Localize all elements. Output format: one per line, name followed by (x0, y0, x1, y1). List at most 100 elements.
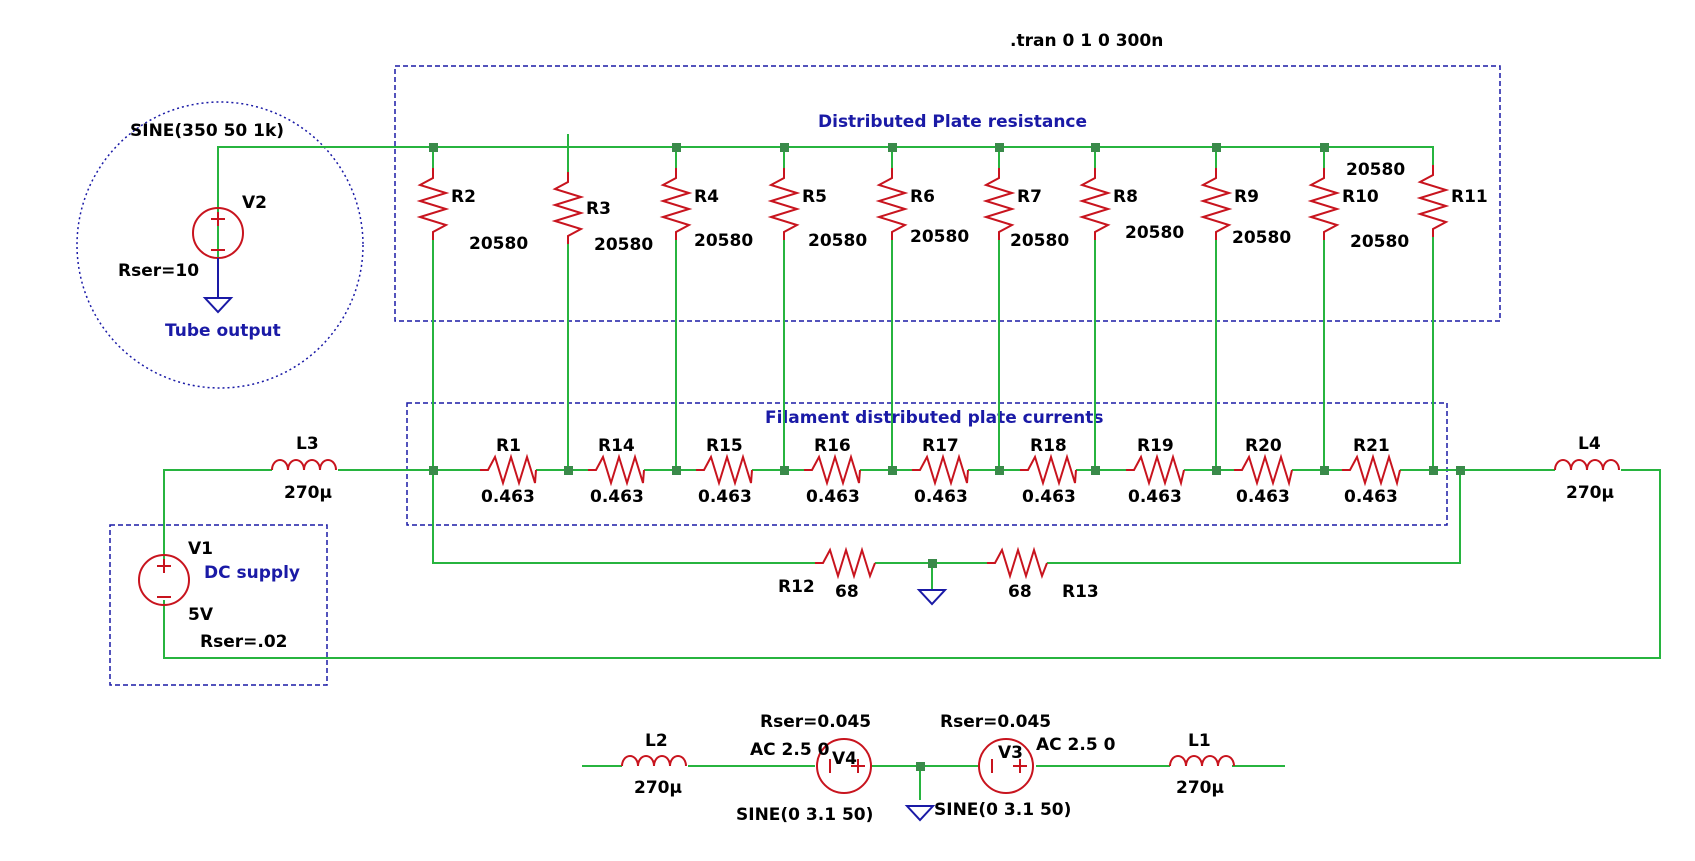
l3-value: 270µ (284, 483, 332, 503)
ground-symbol (916, 589, 948, 606)
v2-rser: Rser=10 (118, 261, 199, 281)
resistor-r17[interactable] (912, 453, 969, 487)
voltage-source-v3[interactable] (978, 738, 1034, 794)
resistor-r1[interactable] (480, 453, 537, 487)
v3-ac: AC 2.5 0 (1036, 735, 1116, 755)
v4-rser: Rser=0.045 (760, 712, 871, 732)
resistor-r8[interactable] (1078, 168, 1112, 240)
r17-value: 0.463 (914, 487, 968, 507)
voltage-source-v1[interactable] (138, 554, 190, 606)
resistor-r20[interactable] (1234, 453, 1293, 487)
plate-resistance-box (394, 65, 1501, 322)
r8-value: 20580 (1125, 223, 1184, 243)
r12-value: 68 (835, 582, 859, 602)
v2-value: SINE(350 50 1k) (130, 121, 284, 141)
r20-name: R20 (1245, 436, 1282, 456)
r4-name: R4 (694, 187, 719, 207)
r11-name: R11 (1451, 187, 1488, 207)
v3-name: V3 (998, 743, 1023, 763)
r3-value: 20580 (594, 235, 653, 255)
resistor-r18[interactable] (1020, 453, 1077, 487)
r15-name: R15 (706, 436, 743, 456)
resistor-r16[interactable] (804, 453, 861, 487)
r1-name: R1 (496, 436, 521, 456)
l3-name: L3 (296, 434, 319, 454)
r5-name: R5 (802, 187, 827, 207)
v1-value: 5V (188, 605, 214, 625)
resistor-r15[interactable] (696, 453, 753, 487)
r9-name: R9 (1234, 187, 1259, 207)
r10-value-upper: 20580 (1346, 160, 1405, 180)
tube-output-circle (76, 101, 364, 389)
v4-ac: AC 2.5 0 (750, 740, 830, 760)
r8-name: R8 (1113, 187, 1138, 207)
tran-directive[interactable]: .tran 0 1 0 300n (1010, 31, 1163, 51)
resistor-r10[interactable] (1307, 168, 1341, 240)
dc-supply-box (109, 524, 328, 686)
inductor-l1[interactable] (1169, 755, 1235, 767)
r15-value: 0.463 (698, 487, 752, 507)
l1-value: 270µ (1176, 778, 1224, 798)
resistor-r11[interactable] (1416, 165, 1450, 237)
v1-name: V1 (188, 539, 213, 559)
r4-value: 20580 (694, 231, 753, 251)
resistor-r19[interactable] (1126, 453, 1185, 487)
inductor-l2[interactable] (621, 755, 687, 767)
r13-name: R13 (1062, 582, 1099, 602)
r19-value: 0.463 (1128, 487, 1182, 507)
filament-note[interactable]: Filament distributed plate currents (765, 408, 1103, 428)
tube-output-note[interactable]: Tube output (165, 321, 281, 341)
v4-name: V4 (832, 749, 857, 769)
resistor-r2[interactable] (416, 168, 450, 240)
resistor-r12[interactable] (815, 546, 876, 580)
junctions (429, 143, 1465, 771)
resistor-r21[interactable] (1342, 453, 1401, 487)
r6-name: R6 (910, 187, 935, 207)
r21-value: 0.463 (1344, 487, 1398, 507)
r2-name: R2 (451, 187, 476, 207)
r3-name: R3 (586, 199, 611, 219)
resistor-r6[interactable] (875, 168, 909, 240)
r7-name: R7 (1017, 187, 1042, 207)
r16-value: 0.463 (806, 487, 860, 507)
v3-sine: SINE(0 3.1 50) (934, 800, 1071, 820)
v2-name: V2 (242, 193, 267, 213)
l1-name: L1 (1188, 731, 1211, 751)
r14-value: 0.463 (590, 487, 644, 507)
inductor-l4[interactable] (1554, 459, 1620, 471)
filament-box (406, 402, 1448, 526)
voltage-source-v4[interactable] (816, 738, 872, 794)
filament-resistors (480, 453, 1401, 487)
r7-value: 20580 (1010, 231, 1069, 251)
r6-value: 20580 (910, 227, 969, 247)
r9-value: 20580 (1232, 228, 1291, 248)
r18-name: R18 (1030, 436, 1067, 456)
r13-value: 68 (1008, 582, 1032, 602)
inductor-l3[interactable] (271, 459, 337, 471)
resistor-r3[interactable] (551, 172, 585, 244)
plate-resistors (416, 165, 1450, 244)
plate-note[interactable]: Distributed Plate resistance (818, 112, 1087, 132)
resistor-r9[interactable] (1199, 168, 1233, 240)
r16-name: R16 (814, 436, 851, 456)
v3-rser: Rser=0.045 (940, 712, 1051, 732)
l4-value: 270µ (1566, 483, 1614, 503)
resistor-r7[interactable] (982, 168, 1016, 240)
resistor-r14[interactable] (588, 453, 645, 487)
r12-name: R12 (778, 577, 815, 597)
resistor-r5[interactable] (767, 168, 801, 240)
l4-name: L4 (1578, 434, 1601, 454)
resistor-r4[interactable] (659, 168, 693, 240)
r20-value: 0.463 (1236, 487, 1290, 507)
dc-supply-note[interactable]: DC supply (204, 563, 300, 583)
r1-value: 0.463 (481, 487, 535, 507)
ground-symbol (904, 805, 936, 822)
r10-value: 20580 (1350, 232, 1409, 252)
r14-name: R14 (598, 436, 635, 456)
plate-resistor-labels: R2 20580 R3 20580 R4 20580 R5 20580 R6 2… (451, 160, 1488, 255)
r2-value: 20580 (469, 234, 528, 254)
filament-resistor-labels: R1 0.463 R14 0.463 R15 0.463 R16 0.463 R… (481, 436, 1398, 507)
resistor-r13[interactable] (987, 546, 1048, 580)
r21-name: R21 (1353, 436, 1390, 456)
